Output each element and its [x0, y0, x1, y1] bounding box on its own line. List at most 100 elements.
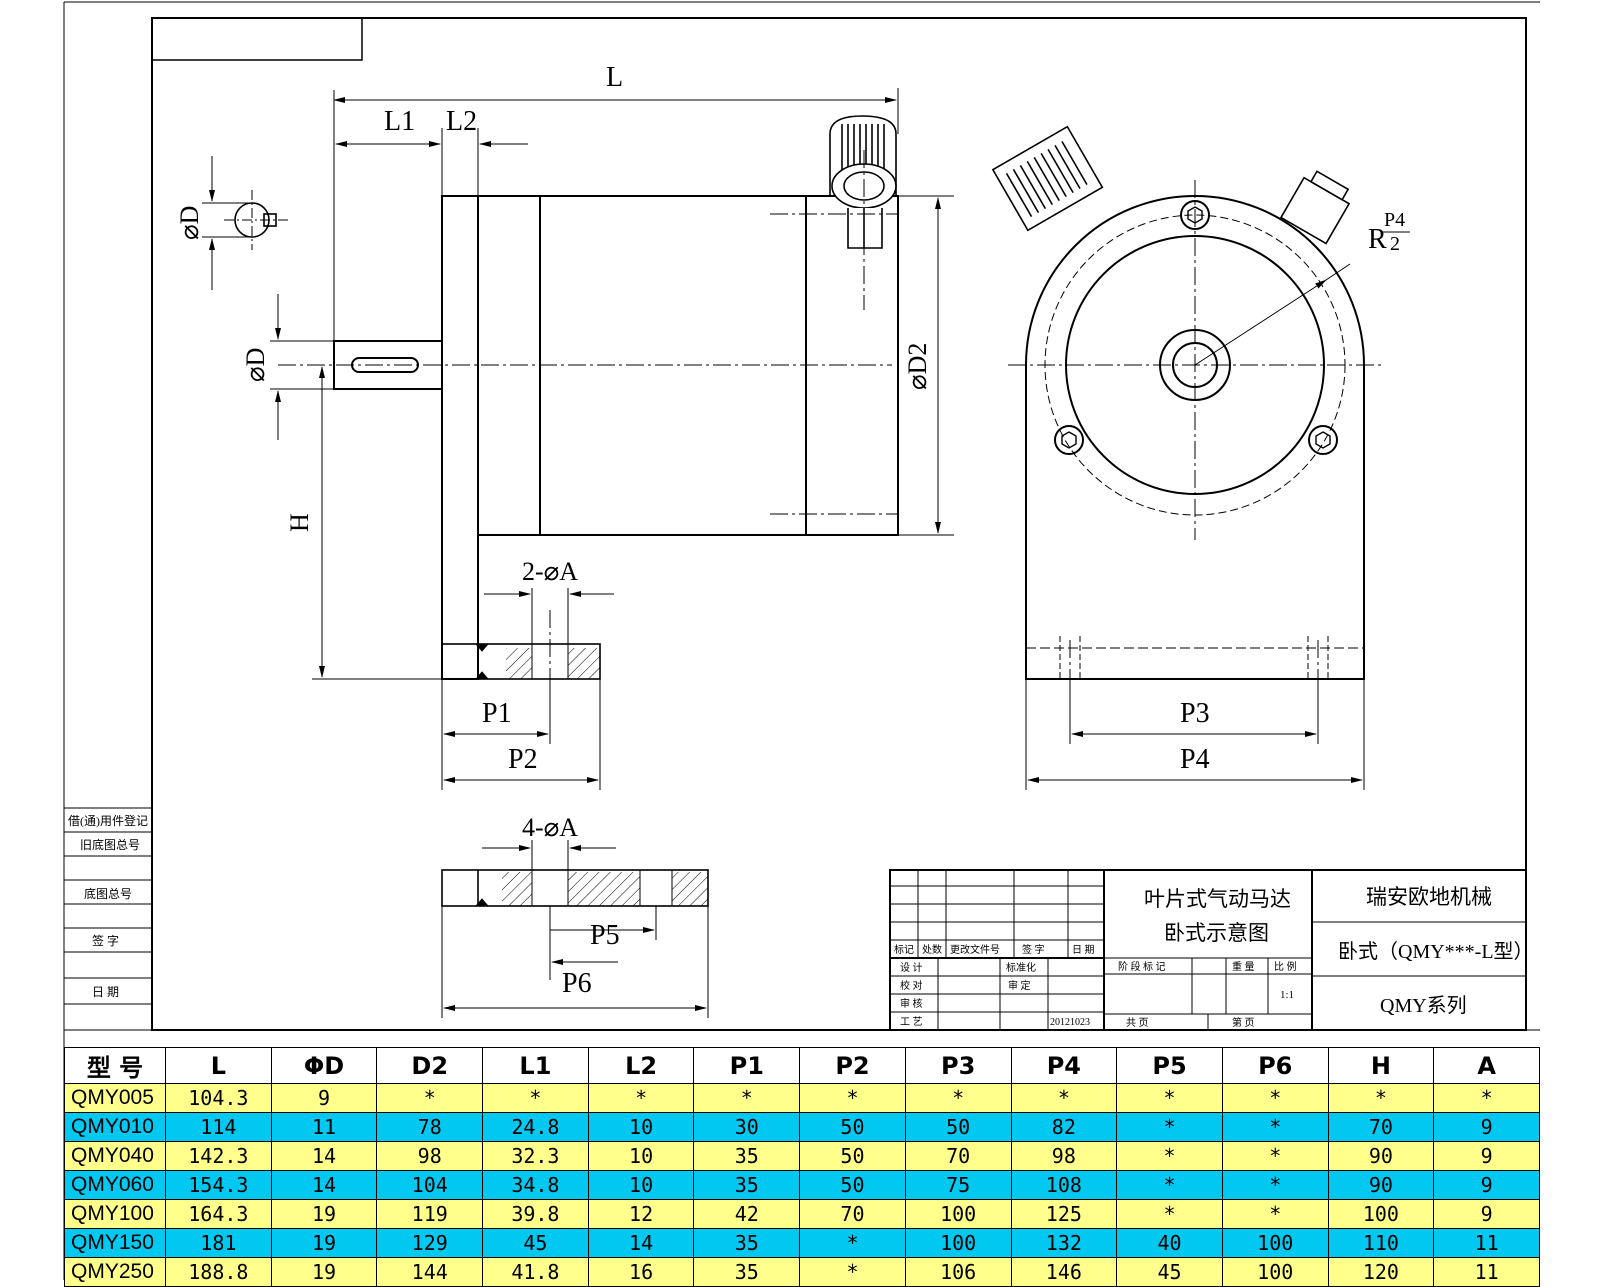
- table-cell: *: [1221, 1170, 1329, 1200]
- front-hidden-holes: [1059, 636, 1329, 679]
- table-cell: 181: [165, 1228, 272, 1258]
- table-cell: 12: [587, 1199, 695, 1229]
- table-cell: *: [799, 1228, 906, 1258]
- table-cell-model: QMY060: [64, 1170, 166, 1200]
- dim-label-L2: L2: [446, 106, 477, 137]
- table-cell: *: [799, 1083, 906, 1113]
- table-cell: *: [1116, 1112, 1223, 1142]
- table-cell: *: [1327, 1083, 1435, 1113]
- table-cell: 40: [1116, 1228, 1223, 1258]
- table-cell: 39.8: [482, 1199, 589, 1229]
- table-cell: *: [1116, 1083, 1223, 1113]
- table-cell: 16: [587, 1257, 695, 1287]
- side-view: [333, 115, 899, 680]
- side-label-shared-parts: 借(通)用件登记: [68, 813, 148, 828]
- four-hole-foot-section: [441, 869, 709, 907]
- table-cell: 110: [1327, 1228, 1435, 1258]
- dim-label-R-denominator: 2: [1390, 233, 1400, 255]
- title-product-line2: 卧式示意图: [1164, 921, 1269, 945]
- table-cell: 114: [165, 1112, 272, 1142]
- title-approve-label: 审 定: [1008, 979, 1031, 992]
- table-cell: 10: [587, 1141, 695, 1171]
- title-header-date: 日 期: [1072, 944, 1095, 956]
- header-phiD: ΦD: [270, 1047, 378, 1084]
- table-cell: 70: [904, 1141, 1012, 1171]
- table-cell: 70: [799, 1199, 906, 1229]
- table-cell: 98: [1010, 1141, 1118, 1171]
- dim-label-D2: ⌀D2: [903, 343, 932, 390]
- title-scale-value: 1:1: [1280, 989, 1294, 1001]
- table-cell-model: QMY250: [64, 1257, 166, 1287]
- title-header-change-doc: 更改文件号: [950, 943, 1000, 956]
- table-cell: 9: [1433, 1141, 1540, 1171]
- dim-label-P1: P1: [482, 698, 512, 729]
- table-cell: 14: [587, 1228, 695, 1258]
- header-L2: L2: [587, 1047, 695, 1084]
- table-cell: 50: [799, 1170, 906, 1200]
- flange: [441, 195, 479, 680]
- table-cell: 100: [904, 1228, 1012, 1258]
- table-cell: 104.3: [165, 1083, 272, 1113]
- header-L: L: [165, 1047, 272, 1084]
- front-view-dimensions: [1025, 263, 1365, 790]
- title-header-signature: 签 字: [1022, 943, 1045, 956]
- title-row-process: 工 艺: [900, 1016, 923, 1028]
- header-P5: P5: [1116, 1047, 1223, 1084]
- table-cell: 119: [376, 1199, 484, 1229]
- dim-label-P3: P3: [1180, 698, 1210, 729]
- title-std-label: 标准化: [1006, 961, 1036, 974]
- table-cell: 35: [693, 1141, 801, 1171]
- header-P3: P3: [904, 1047, 1012, 1084]
- title-header-mark: 标记: [894, 944, 914, 956]
- table-cell: 35: [693, 1228, 801, 1258]
- table-cell-model: QMY005: [64, 1083, 166, 1113]
- table-cell: 9: [1433, 1112, 1540, 1142]
- table-cell: 30: [693, 1112, 801, 1142]
- table-cell: 50: [799, 1141, 906, 1171]
- title-block: [889, 869, 1527, 1031]
- table-cell: 50: [799, 1112, 906, 1142]
- dim-label-L: L: [606, 62, 623, 93]
- table-cell: 108: [1010, 1170, 1118, 1200]
- table-cell: 98: [376, 1141, 484, 1171]
- title-product-line1: 叶片式气动马达: [1144, 887, 1291, 911]
- title-company: 瑞安欧地机械: [1366, 885, 1492, 909]
- header-H: H: [1327, 1047, 1435, 1084]
- header-P2: P2: [799, 1047, 906, 1084]
- table-cell: *: [1010, 1083, 1118, 1113]
- table-cell: *: [376, 1083, 484, 1113]
- front-bolt-left: [1054, 425, 1084, 455]
- table-cell: 106: [904, 1257, 1012, 1287]
- table-cell: 11: [1433, 1257, 1540, 1287]
- table-cell-model: QMY150: [64, 1228, 166, 1258]
- dim-label-shaft-D: ⌀D: [241, 348, 270, 382]
- title-scale-header: 比 例: [1274, 960, 1297, 973]
- title-row-designer: 设 计: [900, 961, 923, 974]
- table-cell-model: QMY010: [64, 1112, 166, 1142]
- spec-table: 型 号 L ΦD D2 L1 L2 P1 P2 P3 P4 P5 P6 H A …: [64, 1047, 1540, 1287]
- table-cell: *: [1116, 1170, 1223, 1200]
- table-cell: 164.3: [165, 1199, 272, 1229]
- table-cell: *: [693, 1083, 801, 1113]
- table-cell: 129: [376, 1228, 484, 1258]
- title-sheet-total: 共 页: [1126, 1017, 1149, 1029]
- table-cell-model: QMY040: [64, 1141, 166, 1171]
- table-cell: 100: [904, 1199, 1012, 1229]
- table-cell: 42: [693, 1199, 801, 1229]
- table-cell: 120: [1327, 1257, 1435, 1287]
- table-cell: 144: [376, 1257, 484, 1287]
- table-cell: *: [1221, 1083, 1329, 1113]
- front-view: [991, 125, 1365, 680]
- table-cell: 11: [1433, 1228, 1540, 1258]
- table-cell: 78: [376, 1112, 484, 1142]
- table-cell: 100: [1327, 1199, 1435, 1229]
- dim-label-P5: P5: [590, 920, 620, 951]
- table-cell: 90: [1327, 1141, 1435, 1171]
- table-cell: 41.8: [482, 1257, 589, 1287]
- header-P4: P4: [1010, 1047, 1118, 1084]
